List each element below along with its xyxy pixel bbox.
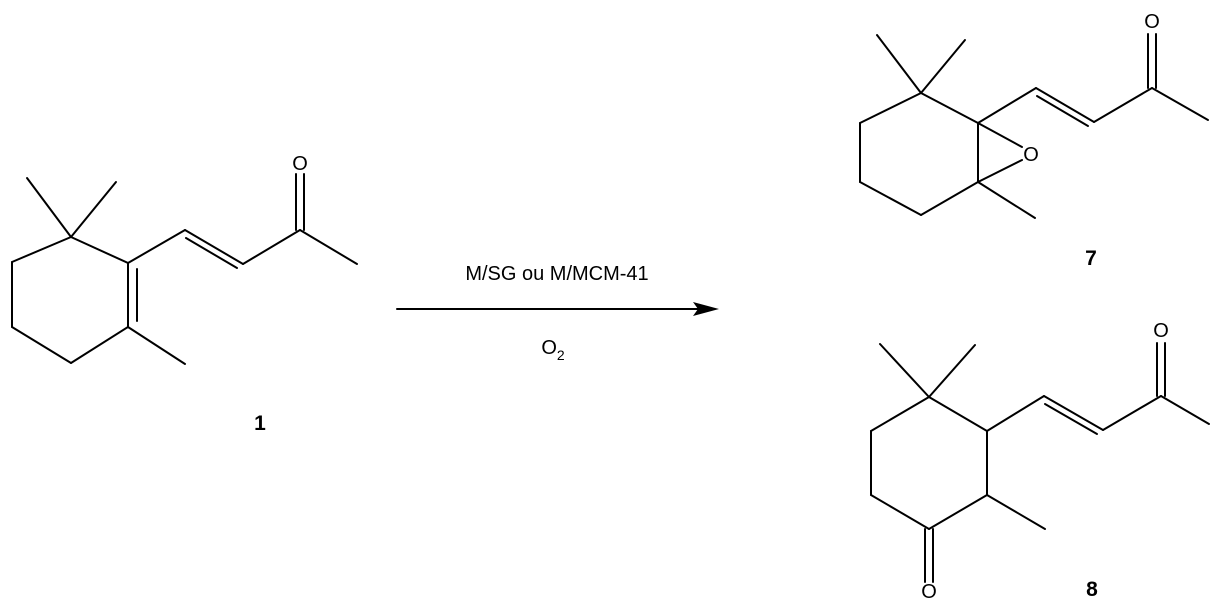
compound-1-structure: O	[11, 153, 358, 365]
compound-7-structure: O O	[859, 11, 1209, 219]
side-chain-oxygen-label: O	[1153, 320, 1169, 342]
compound-7-label: 7	[1085, 247, 1097, 270]
compound-1-label: 1	[254, 412, 266, 435]
reaction-conditions: M/SG ou M/MCM-41	[465, 263, 648, 285]
compound-8-label: 8	[1086, 578, 1098, 600]
reaction-arrow	[396, 302, 719, 316]
reagent-label: O2	[541, 337, 565, 363]
compound-8-structure: O O	[870, 320, 1210, 600]
oxygen-atom-label: O	[292, 153, 308, 175]
epoxide-oxygen-label: O	[1023, 144, 1039, 166]
ring-ketone-oxygen-label: O	[921, 581, 937, 600]
carbonyl-oxygen-label: O	[1144, 11, 1160, 33]
